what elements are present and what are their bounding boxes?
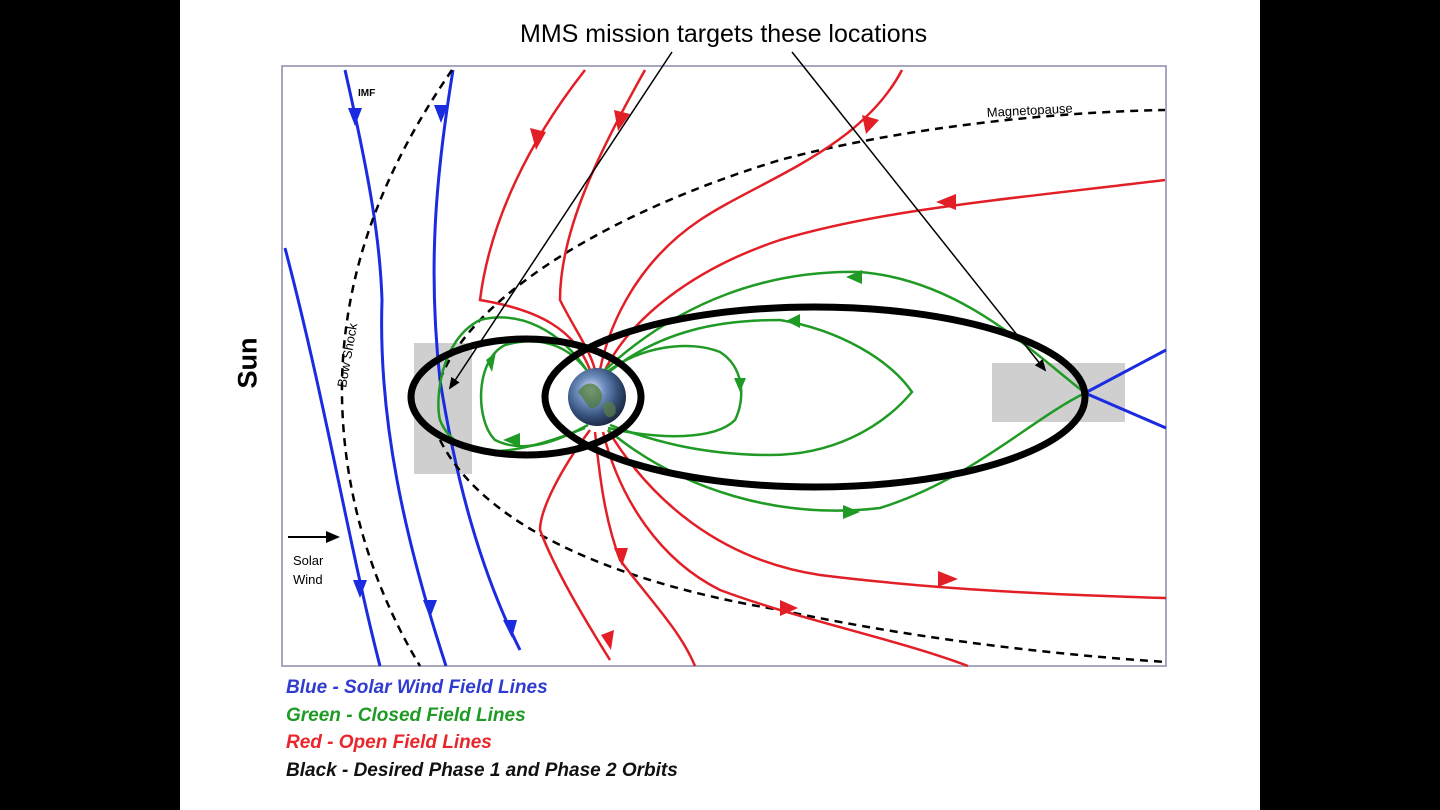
solar-wind-arrowhead [353,580,367,598]
open-field-line [558,69,647,371]
arrow-right-icon [288,531,340,543]
solar-wind-line [1084,391,1167,430]
solar-wind-line [1084,348,1167,395]
legend-item-black: Black - Desired Phase 1 and Phase 2 Orbi… [286,759,678,781]
closed-field-arrowheads [486,270,862,519]
solar-wind-label-line1: Solar [293,553,324,568]
open-field-line [606,429,1167,600]
open-field-line [598,69,904,371]
open-field-line [603,178,1166,371]
pointer-arrows [448,51,1047,390]
bow-shock-label: Bow Shock [334,321,360,388]
phase2-orbit [541,303,1089,491]
open-field-line [478,69,592,371]
bow-shock-curve [340,69,454,667]
closed-field-arrowhead [503,433,520,447]
closed-field-arrowhead [846,270,862,284]
open-field-arrowhead [614,548,628,566]
open-field-arrowhead [938,571,958,587]
orbits [407,303,1089,491]
solar-wind-arrowheads [348,105,517,638]
dayside-target-region [414,343,472,474]
pointer-arrow-tail [791,51,1047,372]
open-field-line [601,431,969,668]
diagram-frame [281,65,1167,667]
closed-field-arrowhead [843,505,860,519]
open-field-arrowhead [614,110,630,131]
open-field-arrowhead [601,630,614,650]
open-field-lines [478,69,1167,668]
headline: MMS mission targets these locations [520,20,928,48]
closed-field-arrowhead [734,378,746,392]
open-field-arrowhead [862,115,879,134]
closed-field-arrowhead [786,314,800,328]
solar-wind-line [343,69,448,667]
open-field-arrowhead [530,128,546,150]
open-field-arrowhead [936,194,956,210]
legend-item-blue: Blue - Solar Wind Field Lines [286,677,548,698]
closed-field-line [479,340,592,448]
open-field-arrowhead [780,600,798,616]
solar-wind-line [283,247,382,667]
solar-wind-arrowhead [423,600,437,618]
solar-wind-arrowhead [503,620,517,638]
open-field-line [538,429,612,661]
solar-wind-arrowhead [348,108,362,126]
closed-field-line [604,318,914,457]
pointer-arrow-dayside [448,51,673,390]
solar-wind-arrowhead [434,105,448,123]
legend: Blue - Solar Wind Field Lines Green - Cl… [286,674,678,784]
magnetopause-label: Magnetopause [986,101,1073,120]
solar-wind-label-line2: Wind [293,572,323,587]
earth-globe-icon [568,368,626,426]
phase1-orbit [407,335,645,459]
open-field-arrowheads [530,110,958,650]
legend-item-red: Red - Open Field Lines [286,732,492,753]
legend-item-green: Green - Closed Field Lines [286,704,526,726]
closed-field-arrowhead [486,352,496,372]
closed-field-line [437,316,590,453]
imf-label: IMF [358,88,375,99]
